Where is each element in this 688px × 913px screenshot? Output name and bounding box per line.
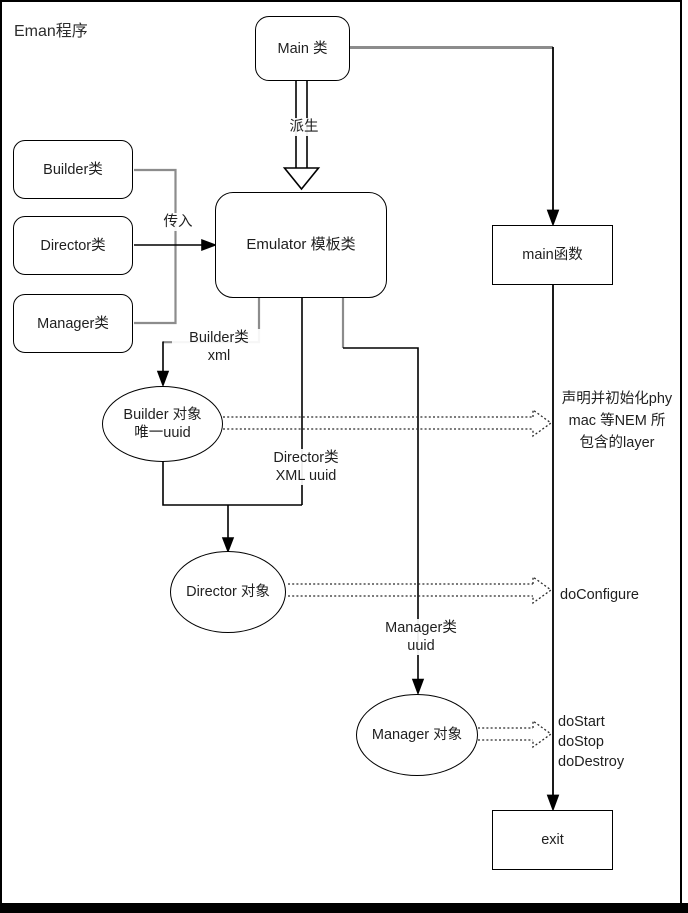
node-director-object[interactable]: Director 对象: [170, 551, 286, 633]
node-builder-class[interactable]: Builder类: [13, 140, 133, 199]
edge-label-builder-xml-line1: Builder类: [189, 330, 249, 346]
manager-to-dostart-dotted-arrow: [478, 719, 553, 749]
annotation-dodestroy: doDestroy: [558, 754, 625, 770]
pass-in-arrow: [134, 239, 218, 251]
edge-label-builder-xml: Builder类 xml: [172, 329, 266, 365]
edge-label-director-xml-line2: XML uuid: [275, 468, 337, 484]
edge-label-manager-uuid-line2: uuid: [407, 638, 435, 654]
node-emulator-label: Emulator 模板类: [246, 236, 356, 253]
annotation-dostop: doStop: [558, 734, 604, 750]
bottom-edge-bar: [0, 903, 688, 913]
node-builder-class-label: Builder类: [43, 161, 103, 178]
edge-label-derive: 派生: [283, 118, 325, 136]
annotation-layer-note-line3: 包含的layer: [579, 435, 655, 451]
edge-label-builder-xml-line2: xml: [207, 348, 231, 364]
node-builder-object[interactable]: Builder 对象 唯一uuid: [102, 386, 223, 462]
builder-to-layer-dotted-arrow: [223, 408, 553, 438]
annotation-doconfigure: doConfigure: [560, 587, 639, 603]
node-exit-label: exit: [541, 832, 564, 848]
director-object-label: Director 对象: [186, 584, 270, 600]
manager-object-label: Manager 对象: [371, 727, 463, 743]
node-main-function-label: main函数: [522, 247, 583, 263]
director-to-doconfigure-dotted-arrow: [288, 575, 553, 605]
node-emulator-template-class[interactable]: Emulator 模板类: [215, 192, 387, 298]
node-manager-class-label: Manager类: [37, 315, 109, 332]
annotation-lifecycle-calls: doStart doStop doDestroy: [558, 712, 624, 772]
builder-object-line1: Builder 对象: [123, 407, 202, 423]
diagram-title: Eman程序: [14, 23, 88, 40]
edge-label-director-xml-line1: Director类: [273, 450, 339, 466]
node-manager-class[interactable]: Manager类: [13, 294, 133, 353]
node-director-class-label: Director类: [40, 237, 106, 254]
annotation-layer-note: 声明并初始化phy mac 等NEM 所 包含的layer: [553, 388, 681, 454]
annotation-layer-note-line2: mac 等NEM 所: [568, 413, 666, 429]
builder-xml-arrow: [156, 341, 170, 388]
builder-object-line2: 唯一uuid: [134, 425, 191, 441]
annotation-layer-note-line1: 声明并初始化phy: [561, 391, 673, 407]
mainfunc-to-exit-line: [546, 285, 560, 812]
node-main-class[interactable]: Main 类: [255, 16, 350, 81]
annotation-dostart: doStart: [558, 714, 605, 730]
node-exit[interactable]: exit: [492, 810, 613, 870]
edge-label-manager-uuid-line1: Manager类: [385, 620, 457, 636]
node-main-class-label: Main 类: [277, 40, 328, 57]
pass-in-bracket-connector: [134, 168, 177, 325]
node-manager-object[interactable]: Manager 对象: [356, 694, 478, 776]
edge-label-director-xml: Director类 XML uuid: [258, 449, 354, 485]
node-main-function[interactable]: main函数: [492, 225, 613, 285]
edge-label-manager-uuid: Manager类 uuid: [374, 619, 468, 655]
edge-label-pass-in: 传入: [157, 213, 199, 231]
main-to-mainfunc-vertical: [546, 47, 560, 227]
emulator-manager-line: [343, 347, 425, 696]
node-director-class[interactable]: Director类: [13, 216, 133, 275]
